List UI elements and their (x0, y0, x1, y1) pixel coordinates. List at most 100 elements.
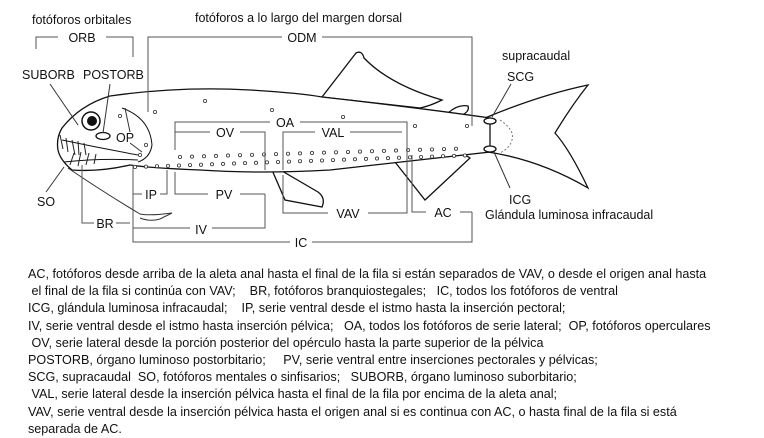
photophore (209, 162, 214, 167)
label-oa: OA (276, 116, 295, 130)
teeth (59, 134, 97, 167)
pupil (87, 116, 97, 126)
photophore (264, 160, 269, 165)
photophore (393, 148, 398, 153)
label-br: BR (96, 217, 113, 231)
postorb-leader (102, 83, 111, 134)
heading-dorsal: fotóforos a lo largo del margen dorsal (195, 11, 402, 25)
photophore (198, 162, 203, 167)
photophore (275, 159, 280, 164)
photophore (220, 161, 225, 166)
photophore (333, 150, 338, 155)
pv-bracket (174, 172, 265, 195)
photophore (201, 154, 206, 159)
caption-line: AC, fotóforos desde arriba de la aleta a… (28, 267, 707, 281)
chin-barbel (67, 167, 173, 221)
icg-leader (493, 151, 511, 189)
photophore (154, 164, 159, 169)
dorsal-fin (320, 51, 444, 109)
photophore (345, 149, 350, 154)
label-val: VAL (322, 126, 345, 140)
caudal-dotted-line (499, 119, 513, 154)
photophore (249, 152, 254, 157)
ip-bracket (133, 170, 168, 195)
photophore (273, 152, 278, 157)
lower-jaw (63, 158, 139, 163)
fish-drawing (56, 51, 590, 221)
photophore (253, 160, 258, 165)
caption-line: POSTORB, órgano luminoso postorbitario; … (28, 353, 598, 368)
photophore (352, 157, 357, 162)
photophore (297, 159, 302, 164)
photophore (321, 150, 326, 155)
photophore (341, 157, 346, 162)
operculum (121, 107, 153, 163)
photophore (381, 148, 386, 153)
vav-bracket (282, 160, 408, 214)
label-ip: IP (145, 188, 157, 202)
ac-bracket (411, 155, 472, 213)
photophore (319, 158, 324, 163)
photophore (177, 154, 182, 159)
caption-line: VAV, serie ventral desde la inserción pé… (28, 404, 677, 419)
photophore (225, 153, 230, 158)
postorbital-organ (95, 131, 111, 141)
val-bracket (282, 131, 402, 170)
label-ic: IC (295, 236, 308, 250)
label-pv: PV (216, 188, 233, 202)
photophore (269, 108, 274, 113)
photophore (330, 158, 335, 163)
ov-bracket (175, 131, 266, 170)
ic-bracket (132, 165, 473, 243)
photophore (453, 146, 458, 151)
mouth (61, 139, 139, 156)
photophore (237, 153, 242, 158)
photophore (417, 147, 422, 152)
label-op: OP (116, 131, 134, 145)
label-postorb: POSTORB (83, 68, 144, 82)
photophore (396, 155, 401, 160)
supracaudal-gland (483, 117, 497, 125)
photophore (132, 164, 137, 169)
photophore (464, 124, 469, 129)
iv-bracket (133, 194, 266, 229)
caption-line: VAL, serie lateral desde la inserción pé… (28, 387, 558, 402)
photophore (143, 142, 148, 147)
caption-line: OV, serie lateral desde la porción poste… (28, 335, 544, 350)
caption-line: SCG, supracaudal SO, fotóforos mentales … (28, 370, 577, 385)
oa-bracket (174, 121, 408, 160)
photophore (231, 161, 236, 166)
heading-orbital: fotóforos orbitales (32, 13, 131, 27)
photophore (137, 152, 142, 157)
photophore (297, 151, 302, 156)
pelvic-fin (270, 169, 324, 208)
photophore (176, 163, 181, 168)
legend-caption: AC, fotóforos desde arriba de la aleta a… (28, 266, 764, 438)
brackets (35, 36, 512, 243)
photophore (143, 164, 148, 169)
label-odm: ODM (287, 31, 316, 45)
photophore (187, 163, 192, 168)
photophore (441, 147, 446, 152)
photophore (451, 153, 456, 158)
photophore (407, 155, 412, 160)
label-icg: ICG (509, 193, 531, 207)
photophore (202, 99, 207, 104)
infracaudal-gland (483, 145, 497, 153)
photophore (385, 156, 390, 161)
photophore (308, 158, 313, 163)
photophore (340, 115, 345, 120)
label-ov: OV (216, 126, 235, 140)
photophore (429, 147, 434, 152)
caption-line: ICG, glándula luminosa infracaudal; IP, … (28, 301, 566, 316)
photophore (285, 151, 290, 156)
photophore (213, 153, 218, 158)
photophore (374, 156, 379, 161)
so-leader (45, 166, 65, 193)
label-vav: VAV (336, 207, 360, 221)
heading-infracaudal: Glándula luminosa infracaudal (485, 208, 653, 222)
label-scg: SCG (507, 70, 534, 84)
caption-line: separada de AC. (28, 421, 122, 436)
photophore (152, 110, 157, 115)
photophore (286, 159, 291, 164)
